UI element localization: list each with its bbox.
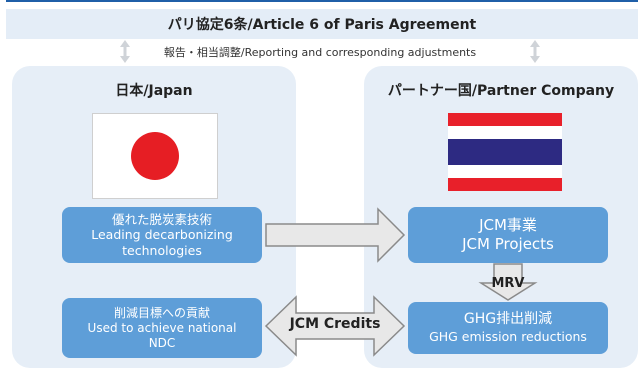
box-line-jp: GHG排出削減 bbox=[463, 311, 553, 328]
technology-transfer-arrow-icon bbox=[265, 207, 406, 263]
box-line-en-1: Used to achieve national bbox=[87, 320, 237, 335]
box-line-en-2: NDC bbox=[148, 335, 176, 350]
box-line-en: GHG emission reductions bbox=[429, 328, 587, 344]
japan-flag-sun bbox=[131, 132, 179, 180]
mrv-down-arrow-icon bbox=[478, 263, 538, 301]
ndc-contribution-box: 削減目標への貢献 Used to achieve national NDC bbox=[62, 298, 262, 358]
japan-title: 日本/Japan bbox=[115, 83, 193, 99]
thailand-flag bbox=[448, 113, 562, 191]
thai-stripe-blue bbox=[448, 139, 562, 165]
banner-title: パリ協定6条/Article 6 of Paris Agreement bbox=[167, 17, 477, 33]
japan-flag bbox=[92, 113, 218, 199]
right-updown-arrow-icon bbox=[530, 40, 540, 63]
box-line-en: JCM Projects bbox=[462, 235, 554, 253]
jcm-credits-label: JCM Credits bbox=[289, 316, 381, 332]
ghg-reductions-box: GHG排出削減 GHG emission reductions bbox=[408, 302, 608, 354]
box-line-en-1: Leading decarbonizing bbox=[91, 227, 233, 243]
top-accent-line bbox=[6, 0, 638, 2]
mrv-label: MRV bbox=[491, 276, 525, 291]
thai-stripe-red-top bbox=[448, 113, 562, 126]
thai-stripe-white-bottom bbox=[448, 165, 562, 178]
box-line-en-2: technologies bbox=[122, 242, 202, 258]
decarbonizing-technologies-box: 優れた脱炭素技術 Leading decarbonizing technolog… bbox=[62, 207, 262, 263]
reporting-label: 報告・相当調整/Reporting and corresponding adju… bbox=[163, 46, 477, 59]
thai-stripe-white-top bbox=[448, 126, 562, 139]
jcm-projects-box: JCM事業 JCM Projects bbox=[408, 207, 608, 263]
thai-stripe-red-bottom bbox=[448, 178, 562, 191]
article6-banner: パリ協定6条/Article 6 of Paris Agreement bbox=[6, 9, 638, 39]
partner-title: パートナー国/Partner Company bbox=[387, 83, 615, 99]
left-updown-arrow-icon bbox=[120, 40, 130, 63]
box-line-jp: 優れた脱炭素技術 bbox=[111, 211, 212, 227]
jcm-credits-arrow-icon bbox=[264, 295, 406, 357]
box-line-jp: JCM事業 bbox=[479, 216, 537, 235]
box-line-jp: 削減目標への貢献 bbox=[113, 305, 210, 320]
